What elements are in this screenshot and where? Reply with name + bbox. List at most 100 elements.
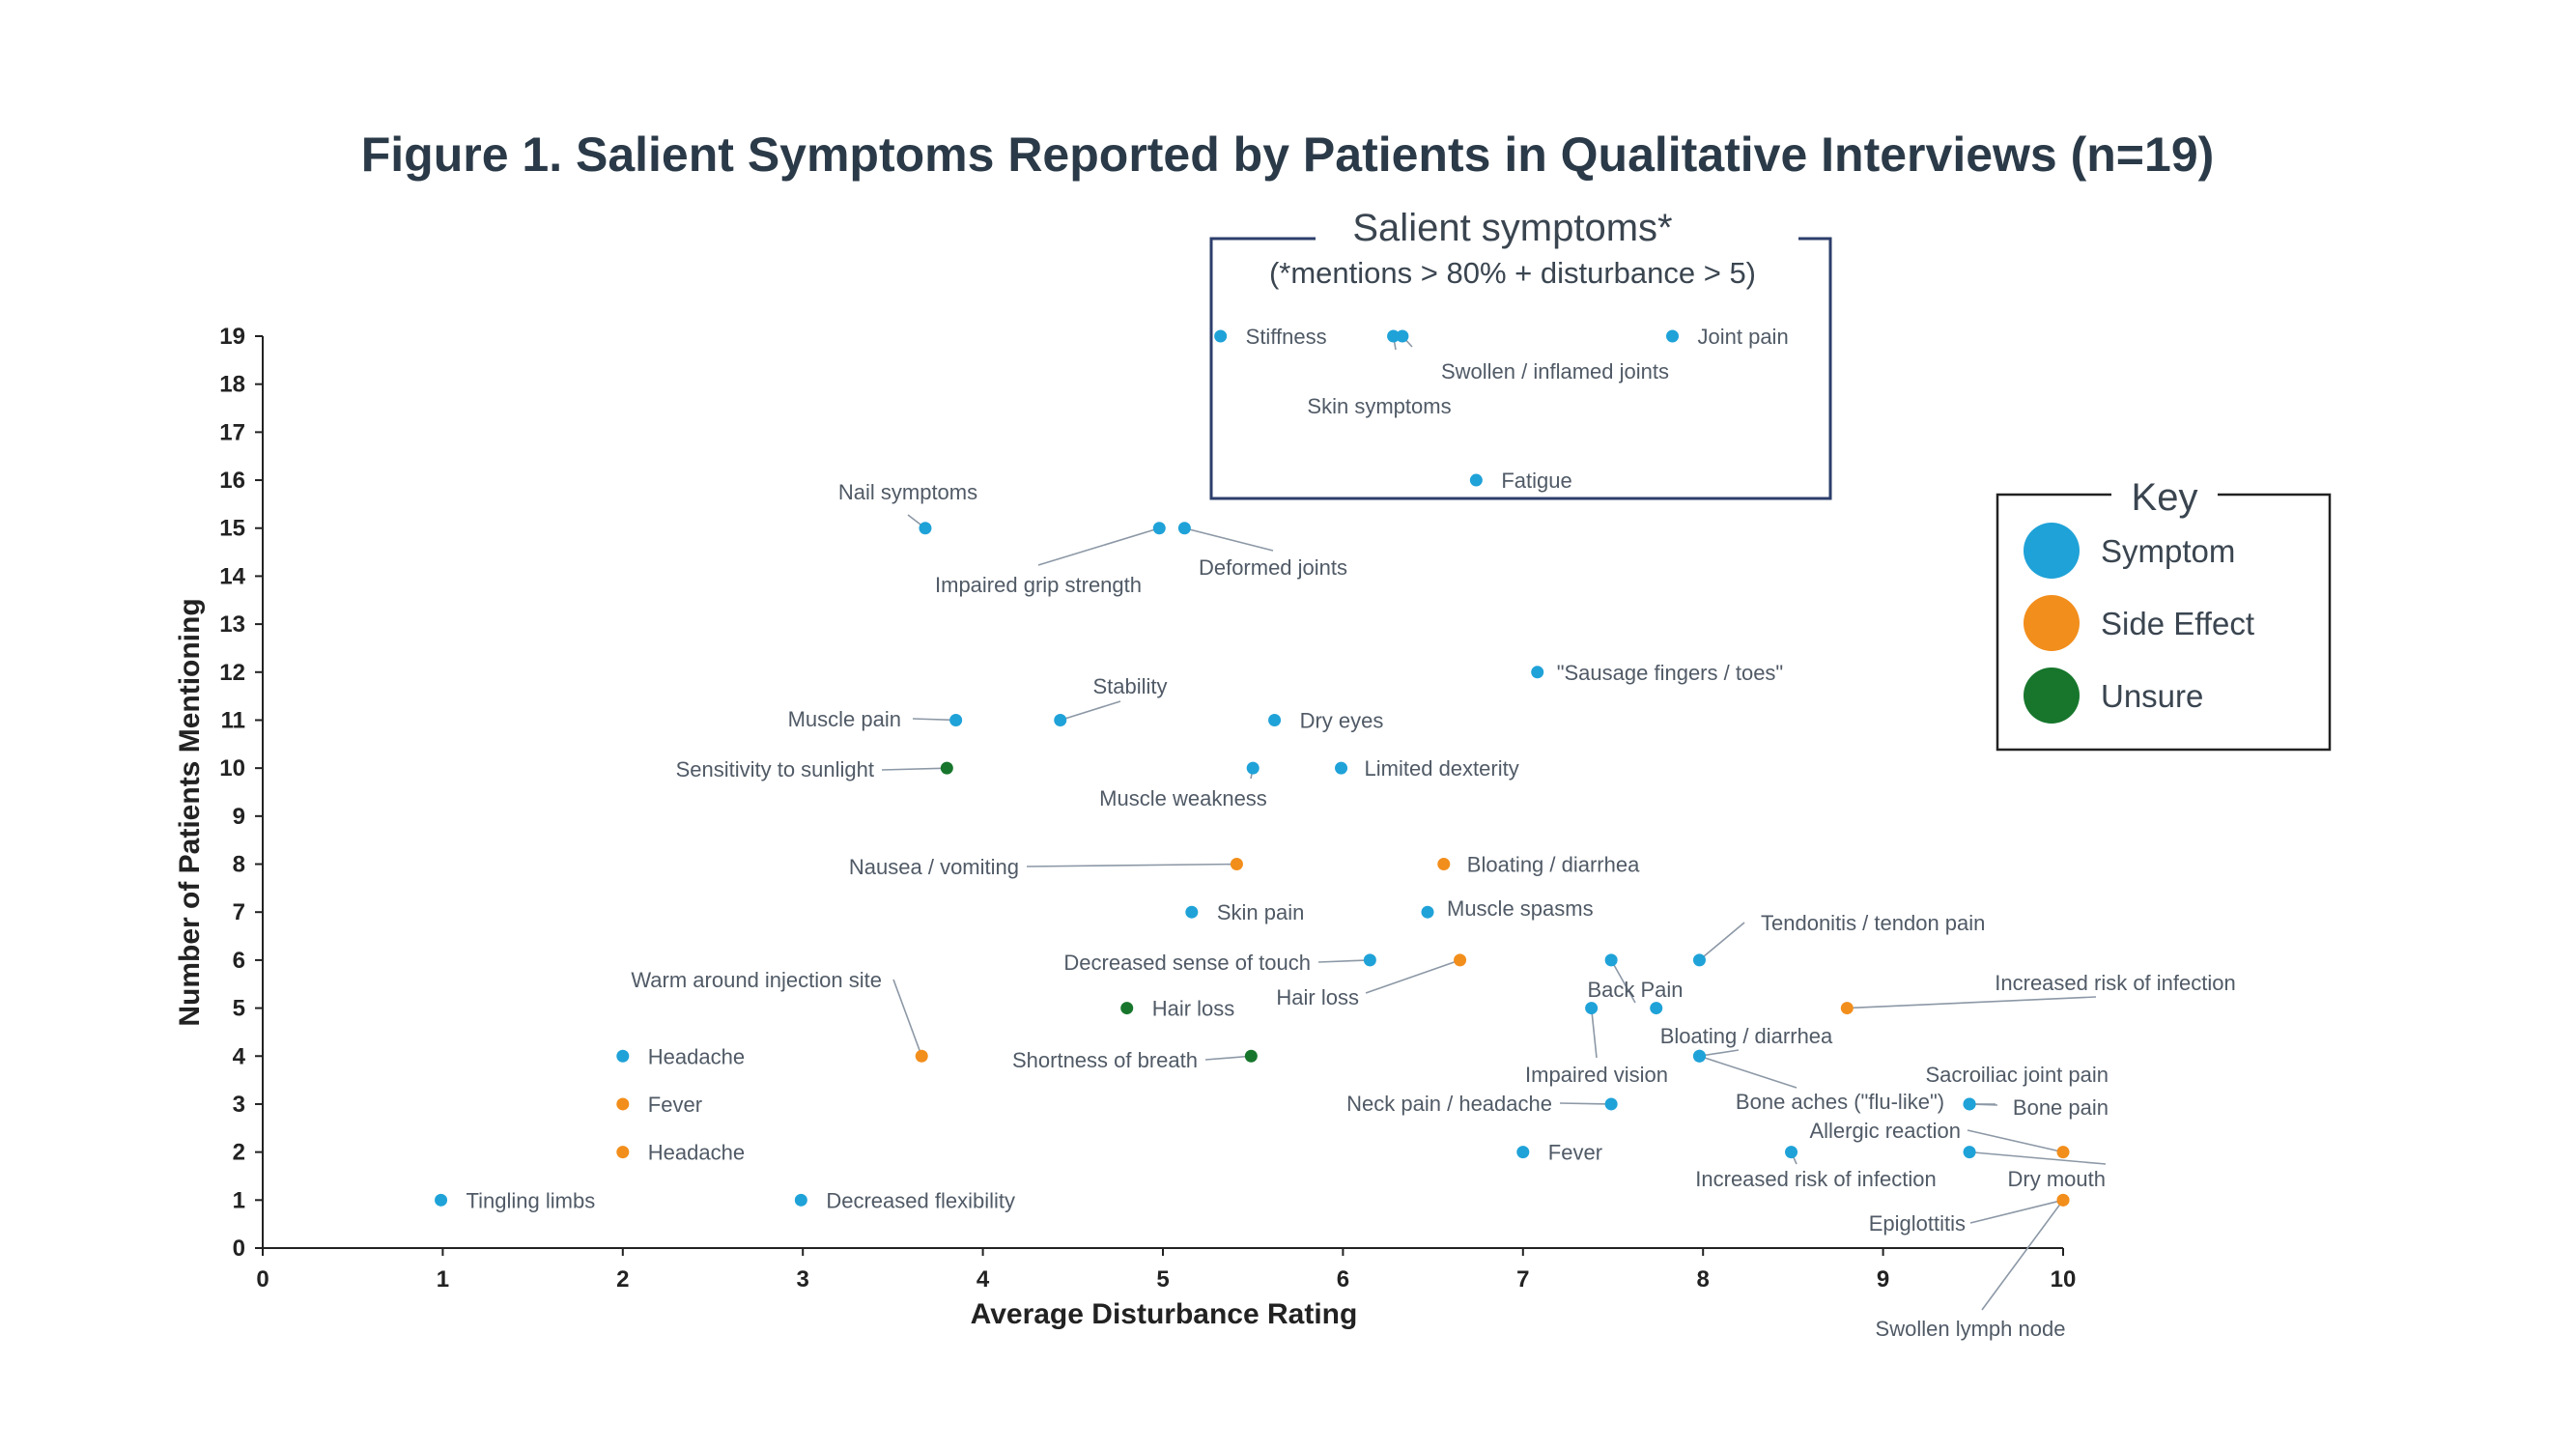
- point-label-swollen-inflamed-joints: Swollen / inflamed joints: [1441, 359, 1669, 384]
- point-label-hair-loss: Hair loss: [1152, 997, 1235, 1021]
- data-point-skin-pain: [1185, 905, 1199, 919]
- data-point-point: [1650, 1002, 1663, 1015]
- y-tick-label: 10: [219, 755, 245, 781]
- leader-line-decreased-sense-of-touch: [1317, 959, 1371, 963]
- legend-label-side-effect: Side Effect: [2101, 606, 2254, 641]
- point-label-neck-pain-headache: Neck pain / headache: [1346, 1092, 1552, 1116]
- point-label-headache: Headache: [648, 1044, 745, 1068]
- data-point-deformed-joints: [1177, 522, 1191, 535]
- leader-line-increased-risk-of-infection: [1847, 996, 2097, 1009]
- x-tick-label: 3: [797, 1266, 809, 1293]
- x-tick-label: 4: [977, 1266, 990, 1293]
- leader-line-warm-around-injection-site: [892, 979, 922, 1057]
- data-point-hair-loss: [1120, 1002, 1134, 1015]
- point-label-decreased-sense-of-touch: Decreased sense of touch: [1063, 951, 1311, 975]
- data-point-warm-around-injection-site: [915, 1049, 928, 1063]
- point-label-nail-symptoms: Nail symptoms: [838, 480, 977, 504]
- point-label-muscle-spasms: Muscle spasms: [1447, 896, 1594, 921]
- leader-line-tendonitis-tendon-pain: [1698, 922, 1745, 961]
- leader-line-impaired-grip-strength: [1037, 526, 1160, 566]
- highlight-box-title: Salient symptoms*: [1352, 207, 1672, 249]
- point-label-limited-dexterity: Limited dexterity: [1365, 756, 1519, 781]
- point-label-sacroiliac-joint-pain: Sacroiliac joint pain: [1925, 1063, 2109, 1087]
- data-point-swollen-inflamed-joints: [1396, 329, 1409, 343]
- data-point-muscle-pain: [949, 713, 963, 726]
- y-tick-label: 4: [233, 1043, 246, 1069]
- data-point-tendonitis-tendon-pain: [1692, 953, 1706, 967]
- point-label-impaired-vision: Impaired vision: [1525, 1063, 1668, 1087]
- data-point-stiffness: [1214, 329, 1228, 343]
- point-label-tingling-limbs: Tingling limbs: [467, 1188, 596, 1212]
- data-point-nail-symptoms: [919, 522, 932, 535]
- y-tick-label: 17: [219, 419, 245, 445]
- point-label-stiffness: Stiffness: [1246, 325, 1327, 349]
- data-point-swollen-lymph-node: [2056, 1193, 2070, 1207]
- data-point-muscle-spasms: [1421, 905, 1434, 919]
- chart-title: Figure 1. Salient Symptoms Reported by P…: [361, 128, 2215, 182]
- leader-lines: [881, 335, 2107, 1311]
- legend-swatch-unsure: [2024, 668, 2080, 724]
- y-tick-label: 18: [219, 372, 245, 398]
- data-point-nausea-vomiting: [1230, 858, 1243, 871]
- point-label-skin-symptoms: Skin symptoms: [1307, 394, 1451, 418]
- point-label-allergic-reaction: Allergic reaction: [1809, 1119, 1961, 1143]
- point-label-bloating-diarrhea: Bloating / diarrhea: [1660, 1024, 1833, 1048]
- point-label-swollen-lymph-node: Swollen lymph node: [1876, 1317, 2066, 1341]
- point-label-warm-around-injection-site: Warm around injection site: [631, 968, 882, 992]
- data-point-neck-pain-headache: [1604, 1097, 1618, 1111]
- data-point-dry-eyes: [1268, 713, 1282, 726]
- y-tick-label: 16: [219, 468, 245, 494]
- legend-swatch-symptom: [2024, 523, 2080, 579]
- leader-line-dry-mouth: [1969, 1151, 2107, 1165]
- leader-line-allergic-reaction: [1967, 1129, 2064, 1153]
- data-point-shortness-of-breath: [1244, 1049, 1258, 1063]
- leader-line-swollen-lymph-node: [1981, 1199, 2064, 1311]
- x-tick-label: 7: [1516, 1266, 1529, 1293]
- leader-line-bloating-diarrhea: [1699, 1049, 1740, 1058]
- data-point-muscle-weakness: [1246, 761, 1260, 775]
- leader-line-hair-loss: [1365, 959, 1460, 994]
- point-label-deformed-joints: Deformed joints: [1199, 555, 1347, 580]
- x-axis-title: Average Disturbance Rating: [971, 1298, 1358, 1330]
- leader-line-neck-pain-headache: [1559, 1102, 1612, 1105]
- data-point-increased-risk-of-infection: [1785, 1146, 1798, 1159]
- x-tick-label: 10: [2051, 1266, 2077, 1293]
- point-label-skin-pain: Skin pain: [1217, 900, 1305, 924]
- x-tick-label: 6: [1337, 1266, 1349, 1293]
- leader-line-impaired-vision: [1590, 1008, 1598, 1059]
- point-label-joint-pain: Joint pain: [1698, 325, 1789, 349]
- data-point-sausage-fingers-toes: [1531, 666, 1544, 679]
- point-label-epiglottitis: Epiglottitis: [1869, 1211, 1966, 1236]
- point-label-muscle-weakness: Muscle weakness: [1099, 786, 1267, 810]
- y-tick-label: 19: [219, 324, 245, 350]
- point-label-impaired-grip-strength: Impaired grip strength: [935, 573, 1142, 597]
- data-points: [435, 329, 2070, 1207]
- highlight-box-frame: [1209, 237, 1832, 500]
- data-point-limited-dexterity: [1335, 761, 1348, 775]
- point-label-increased-risk-of-infection: Increased risk of infection: [1695, 1167, 1936, 1191]
- point-label-hair-loss: Hair loss: [1276, 985, 1359, 1009]
- data-point-bloating-diarrhea: [1437, 858, 1451, 871]
- data-point-stability: [1054, 713, 1067, 726]
- y-tick-label: 3: [233, 1092, 245, 1118]
- x-tick-label: 1: [437, 1266, 449, 1293]
- point-label-muscle-pain: Muscle pain: [788, 707, 901, 731]
- leader-line-sensitivity-to-sunlight: [881, 767, 948, 771]
- point-label-fever: Fever: [1548, 1141, 1602, 1165]
- leader-line-shortness-of-breath: [1204, 1055, 1252, 1061]
- data-point-tingling-limbs: [435, 1193, 448, 1207]
- point-label-back-pain: Back Pain: [1587, 978, 1683, 1002]
- legend-title: Key: [2132, 476, 2198, 519]
- data-point-joint-pain: [1666, 329, 1680, 343]
- point-label-bone-aches-flu-like: Bone aches ("flu-like"): [1736, 1090, 1944, 1114]
- point-label-dry-mouth: Dry mouth: [2008, 1167, 2106, 1191]
- x-tick-label: 9: [1877, 1266, 1889, 1293]
- leader-line-epiglottitis: [1969, 1199, 2064, 1224]
- data-point-headache: [616, 1049, 630, 1063]
- leader-line-stability: [1060, 700, 1121, 722]
